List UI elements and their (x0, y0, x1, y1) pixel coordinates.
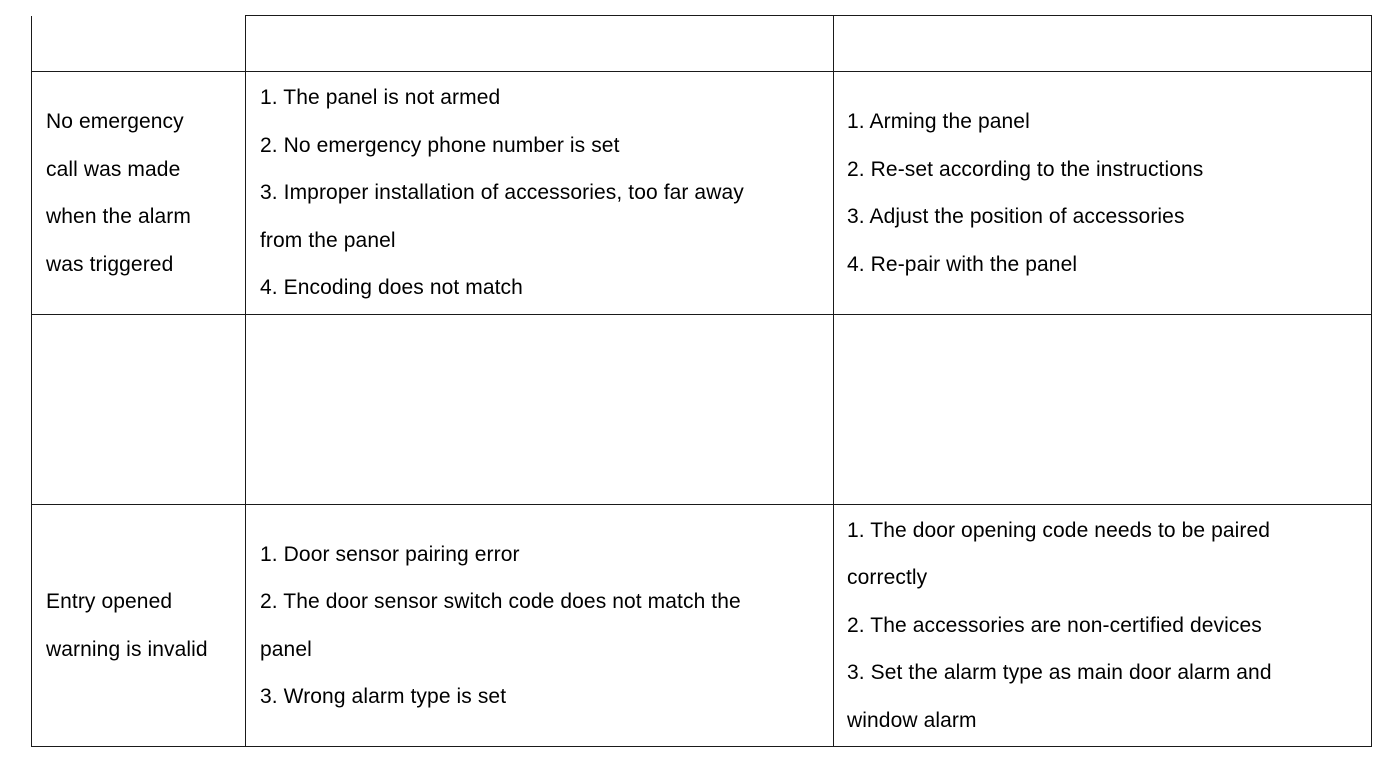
table-cell-solution (833, 314, 1372, 505)
cell-text-line: 3. Improper installation of accessories,… (260, 181, 744, 205)
cell-content: 1. Door sensor pairing error 2. The door… (246, 531, 833, 721)
table-row (31, 314, 1372, 505)
cell-content: No emergency call was made when the alar… (32, 98, 245, 288)
cell-text-line: 3. Wrong alarm type is set (260, 685, 507, 708)
cell-text-line: 3. Set the alarm type as main door alarm… (847, 661, 1272, 685)
cell-text-line: Entry opened (46, 590, 173, 613)
cell-text-line: window alarm (847, 708, 977, 732)
cell-text-line: call was made (46, 157, 181, 181)
table-cell-solution: 1. Arming the panel 2. Re-set according … (833, 71, 1372, 315)
cell-text-line: correctly (847, 566, 928, 590)
table-cell-solution: 1. The door opening code needs to be pai… (833, 504, 1372, 747)
cell-text-line: 1. Door sensor pairing error (260, 542, 520, 566)
cell-text-line: 4. Encoding does not match (260, 276, 523, 300)
cell-content: 1. The door opening code needs to be pai… (834, 507, 1371, 745)
cell-text-line: when the alarm (46, 205, 191, 228)
table-cell-solution (833, 15, 1372, 72)
cell-text-line: 1. The panel is not armed (260, 86, 501, 110)
table-cell-cause (245, 314, 834, 505)
table-row: No emergency call was made when the alar… (31, 71, 1372, 315)
cell-text-line: 4. Re-pair with the panel (847, 252, 1078, 276)
cell-text-line: panel (260, 637, 312, 661)
cell-content (32, 315, 245, 504)
cell-text-line: 3. Adjust the position of accessories (847, 205, 1185, 228)
cell-text-line: warning is invalid (46, 637, 208, 661)
table-cell-cause (245, 15, 834, 72)
cell-content (834, 315, 1371, 504)
troubleshooting-table: No emergency call was made when the alar… (31, 15, 1372, 747)
cell-text-line: was triggered (46, 252, 174, 276)
cell-text-line: 2. The accessories are non-certified dev… (847, 613, 1262, 637)
table-row: Entry opened warning is invalid 1. Door … (31, 504, 1372, 747)
cell-text-line: 2. No emergency phone number is set (260, 133, 620, 157)
cell-content: 1. Arming the panel 2. Re-set according … (834, 98, 1371, 288)
cell-content: Entry opened warning is invalid (32, 578, 245, 673)
cell-text-line: 2. The door sensor switch code does not … (260, 590, 741, 613)
table-cell-symptom: No emergency call was made when the alar… (31, 71, 246, 315)
cell-content (834, 16, 1371, 71)
table-cell-cause: 1. Door sensor pairing error 2. The door… (245, 504, 834, 747)
table-cell-symptom: Entry opened warning is invalid (31, 504, 246, 747)
table-row (31, 15, 1372, 72)
cell-text-line: No emergency (46, 110, 184, 133)
cell-content (246, 16, 833, 71)
cell-content: 1. The panel is not armed 2. No emergenc… (246, 74, 833, 312)
cell-content (32, 16, 245, 72)
table-body: No emergency call was made when the alar… (31, 15, 1372, 747)
table-cell-symptom (31, 15, 246, 72)
cell-text-line: 1. The door opening code needs to be pai… (847, 518, 1271, 542)
cell-text-line: 1. Arming the panel (847, 110, 1030, 133)
cell-text-line: from the panel (260, 228, 396, 252)
cell-text-line: 2. Re-set according to the instructions (847, 157, 1204, 181)
table-cell-cause: 1. The panel is not armed 2. No emergenc… (245, 71, 834, 315)
cell-content (246, 315, 833, 504)
table-cell-symptom (31, 314, 246, 505)
